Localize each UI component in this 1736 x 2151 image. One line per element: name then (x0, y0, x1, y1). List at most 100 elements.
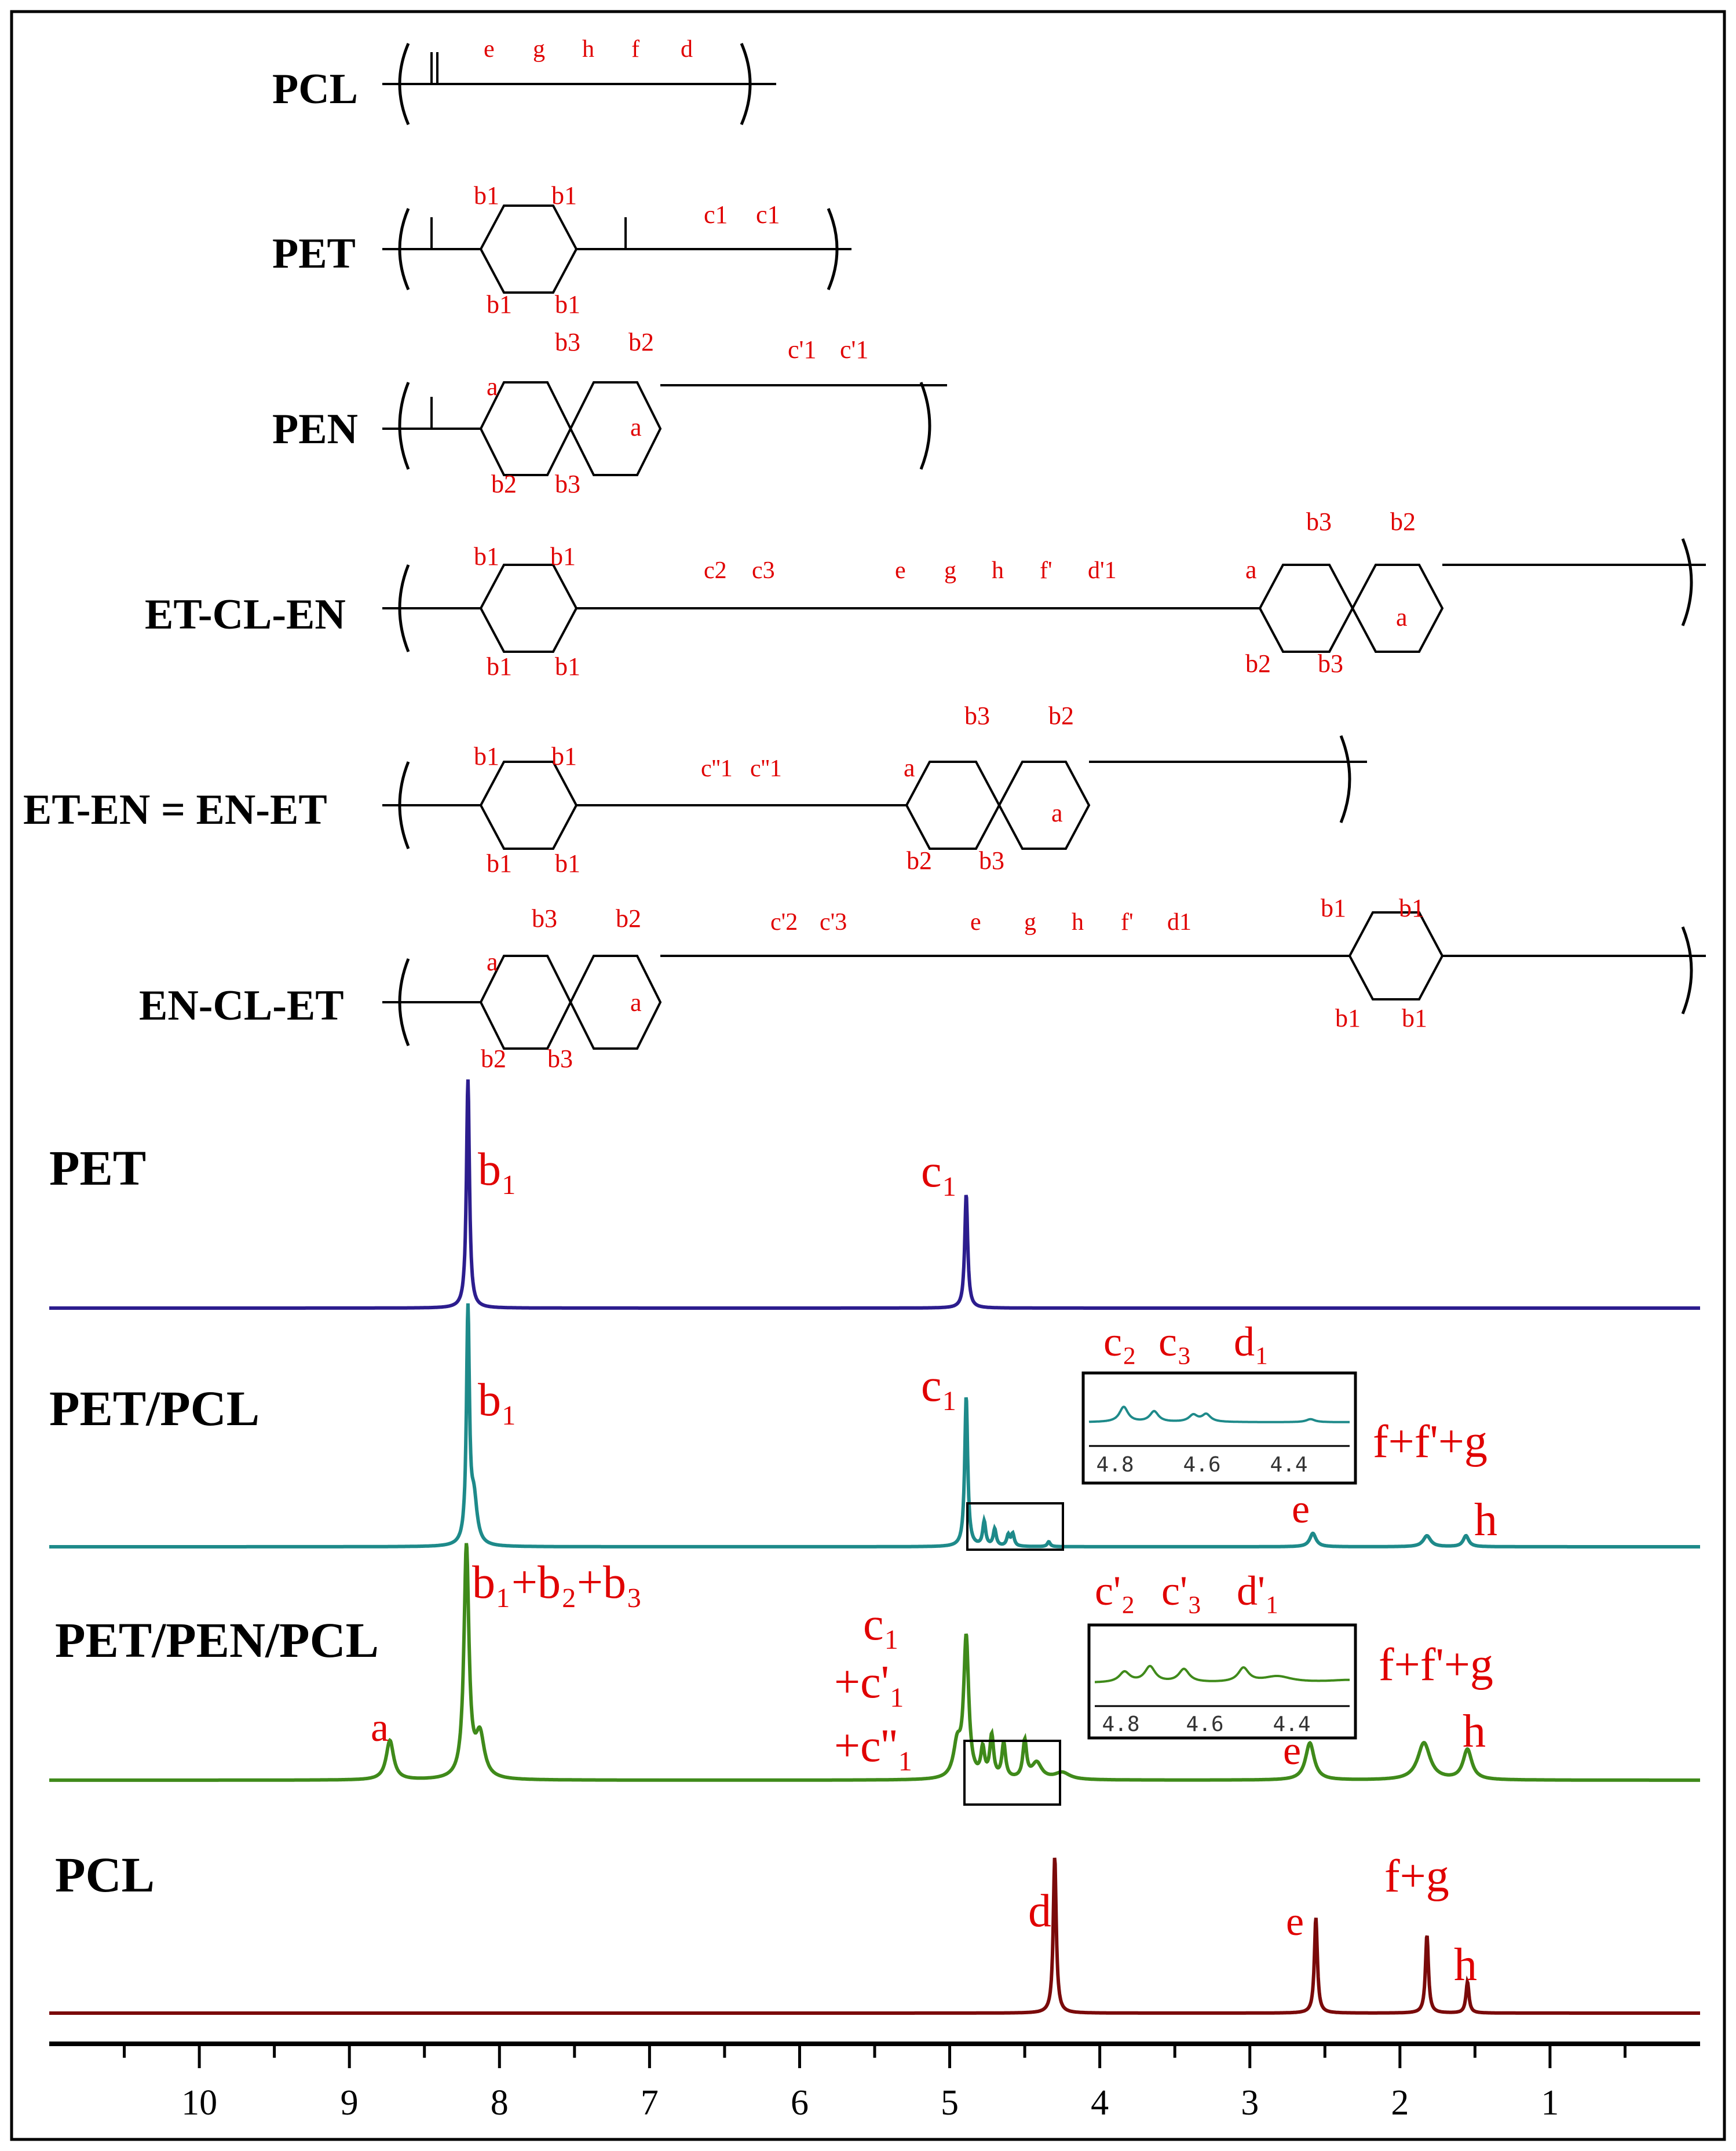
x-tick-label: 3 (1241, 2083, 1259, 2123)
inset-peak-label: c₂ (1103, 1319, 1136, 1365)
spectrum-title-pet-pcl: PET/PCL (49, 1381, 260, 1436)
atom-label: c'2 (770, 909, 798, 936)
peak-label: e (1292, 1487, 1310, 1532)
atom-label: b3 (532, 904, 557, 933)
inset-tick-label: 4.6 (1183, 1453, 1220, 1477)
atom-label: g (1024, 909, 1036, 936)
structure-name: PEN (272, 406, 358, 453)
inset-tick-label: 4.4 (1270, 1453, 1307, 1477)
atom-label: a (1051, 799, 1063, 827)
inset-tick-label: 4.6 (1186, 1712, 1223, 1736)
structure-et-en: ET-EN = EN-ET b1 b1 b1 b1 c''1 c''1 a a … (23, 702, 1367, 878)
structure-name: EN-CL-ET (139, 982, 344, 1029)
x-tick-label: 8 (491, 2083, 509, 2123)
structures-panel: PCL e g h f d PET b1 b1 b1 b1 (23, 36, 1706, 1073)
atom-label: f (631, 36, 639, 63)
atom-label: b3 (1318, 649, 1343, 678)
atom-label: a (487, 373, 498, 401)
spectrum-trace-pet-pcl (49, 1303, 1700, 1549)
atom-label: a (487, 948, 498, 976)
atom-label: b1 (474, 542, 499, 571)
atom-label: b2 (907, 846, 932, 875)
spectrum-trace-pcl (49, 1857, 1700, 2015)
atom-label: b1 (551, 181, 577, 210)
structure-pet: PET b1 b1 b1 b1 c1 c1 (272, 181, 851, 319)
peak-label: e (1286, 1900, 1304, 1944)
atom-label: b2 (491, 470, 517, 498)
peak-label: c₁ (921, 1146, 957, 1197)
atom-label: d'1 (1088, 557, 1117, 584)
peak-label: c₁ (863, 1599, 900, 1650)
peak-label: a (371, 1706, 389, 1750)
atom-label: e (895, 557, 906, 584)
inset-tick-label: 4.8 (1102, 1712, 1139, 1736)
peak-label: c₁ (921, 1360, 957, 1411)
atom-label: b2 (616, 904, 641, 933)
peak-label: b₁ (478, 1375, 517, 1426)
x-tick-label: 7 (641, 2083, 659, 2123)
atom-label: a (1245, 556, 1257, 584)
x-tick-label: 10 (181, 2083, 217, 2123)
x-tick-label: 4 (1091, 2083, 1109, 2123)
inset-tick-label: 4.4 (1273, 1712, 1310, 1736)
spectrum-trace-pet (49, 1079, 1700, 1310)
atom-label: d (681, 36, 693, 63)
atom-label: b2 (1390, 507, 1416, 536)
peak-label: h (1463, 1706, 1486, 1757)
inset-peak-label: c'₃ (1161, 1568, 1202, 1614)
atom-label: b1 (474, 181, 499, 210)
inset-pet-pen-pcl: c'₂ c'₃ d'₁ 4.8 4.6 4.4 (1087, 1568, 1357, 1740)
atom-label: a (630, 413, 642, 441)
spectrum-title-pet-pen-pcl: PET/PEN/PCL (55, 1612, 379, 1668)
structure-et-cl-en: ET-CL-EN b1 b1 b1 b1 c2 c3 e g h f' d'1 … (145, 507, 1706, 681)
atom-label: b1 (550, 542, 576, 571)
peak-label: f+g (1384, 1851, 1449, 1902)
atom-label: b3 (1306, 507, 1332, 536)
atom-label: h (992, 557, 1004, 584)
atom-label: c3 (752, 557, 775, 584)
atom-label: b2 (481, 1045, 506, 1073)
structure-pcl: PCL e g h f d (272, 36, 776, 125)
peak-label: b₁+b₂+b₃ (472, 1557, 642, 1608)
structure-name: ET-CL-EN (145, 591, 346, 638)
atom-label: c''1 (750, 755, 782, 782)
figure-frame (10, 10, 1726, 2141)
inset-tick-label: 4.8 (1096, 1453, 1134, 1477)
inset-peak-label: d₁ (1234, 1319, 1269, 1365)
inset-pet-pcl: c₂ c₃ d₁ 4.8 4.6 4.4 (1081, 1319, 1357, 1485)
inset-peak-label: d'₁ (1237, 1568, 1280, 1614)
atom-label: a (630, 988, 642, 1017)
spectrum-trace-pet-pen-pcl (49, 1543, 1700, 1782)
peak-label: b₁ (478, 1144, 517, 1195)
zoom-region-box (966, 1502, 1064, 1551)
structure-en-cl-et: EN-CL-ET a a b3 b2 b2 b3 c'2 c'3 e g h f… (139, 894, 1706, 1073)
atom-label: b1 (555, 290, 580, 319)
inset-peak-label: c₃ (1158, 1319, 1192, 1365)
atom-label: b1 (555, 652, 580, 681)
atom-label: b1 (1402, 1004, 1427, 1032)
peak-label: f+f'+g (1373, 1416, 1488, 1467)
peak-label: h (1474, 1495, 1497, 1546)
peak-label: +c''₁ (834, 1721, 913, 1772)
atom-label: b1 (555, 849, 580, 878)
atom-label: b2 (628, 328, 654, 356)
spectra-panel: PET PET/PCL PET/PEN/PCL PCL b₁ c₁ b₁ c₁ … (49, 1079, 1700, 2123)
atom-label: f' (1040, 557, 1052, 584)
atom-label: b3 (555, 470, 580, 498)
inset-trace (1095, 1664, 1350, 1683)
atom-label: b1 (551, 742, 577, 770)
atom-label: e (970, 909, 981, 936)
peak-label: +c'₁ (834, 1657, 905, 1708)
atom-label: h (1072, 909, 1084, 936)
peak-label: d (1028, 1886, 1051, 1937)
atom-label: c'1 (788, 335, 816, 364)
atom-label: b1 (1321, 894, 1346, 922)
atom-label: b3 (979, 846, 1004, 875)
atom-label: f' (1121, 909, 1134, 936)
atom-label: b3 (547, 1045, 573, 1073)
inset-trace (1088, 1405, 1350, 1423)
structure-name: ET-EN = EN-ET (23, 786, 327, 834)
inset-frame (1081, 1371, 1357, 1485)
